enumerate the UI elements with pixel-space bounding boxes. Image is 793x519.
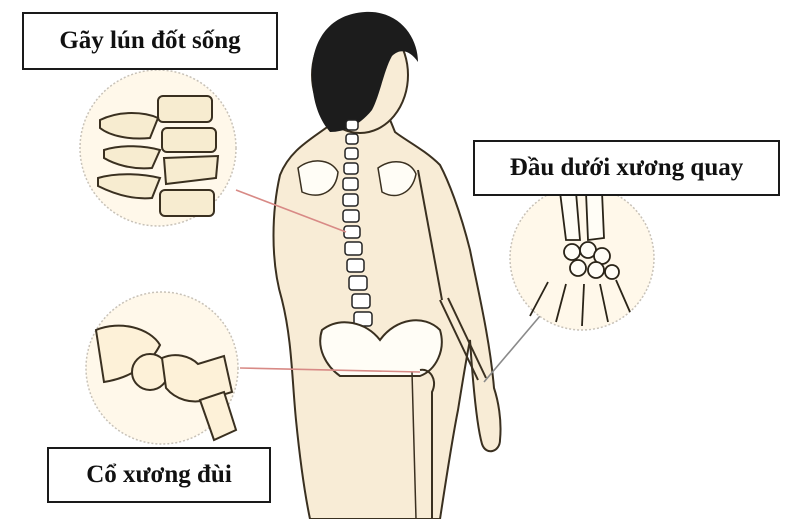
label-radius-text: Đầu dưới xương quay [510, 154, 743, 182]
wrist-pointer-line [484, 316, 540, 382]
wrist-zoom-circle [510, 186, 654, 330]
spine-zoom-circle [80, 70, 236, 226]
label-femoral-neck: Cổ xương đùi [47, 447, 271, 503]
hip-zoom-circle [86, 292, 238, 444]
body-figure [274, 12, 501, 519]
label-distal-radius: Đầu dưới xương quay [473, 140, 780, 196]
label-femur-text: Cổ xương đùi [86, 461, 232, 489]
label-spine-compression-fracture: Gãy lún đốt sống [22, 12, 278, 70]
label-spine-text: Gãy lún đốt sống [59, 27, 240, 55]
